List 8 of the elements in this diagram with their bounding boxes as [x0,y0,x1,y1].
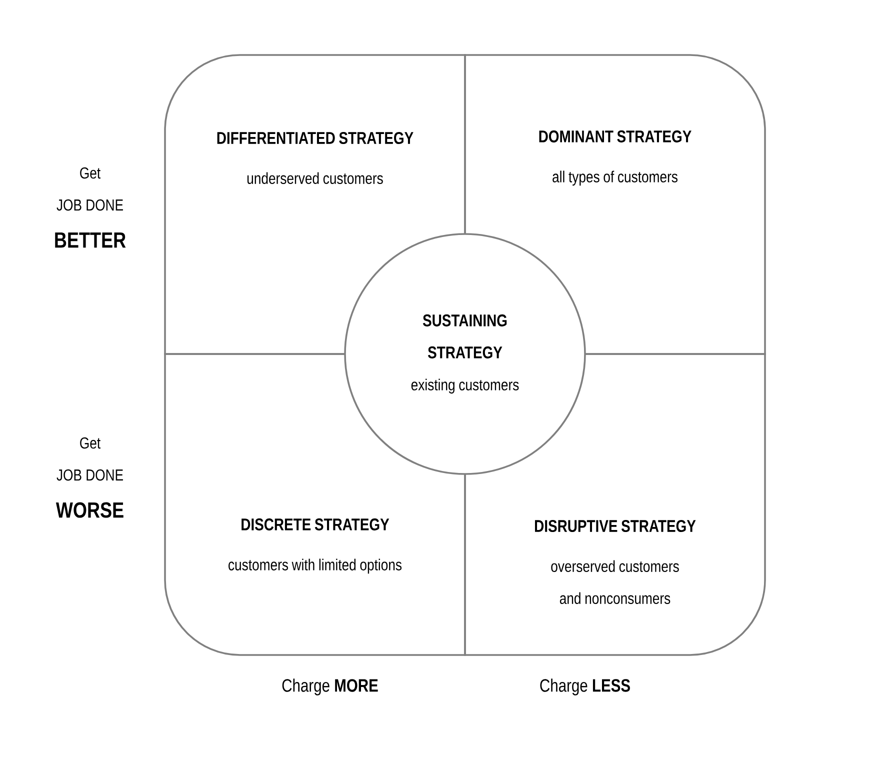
axis-label: BETTER [55,232,126,248]
axis-label: JOB DONE [56,199,123,211]
axis-label: WORSE [56,502,124,518]
axis-label: Get [80,167,100,179]
axis-label: Charge LESS [540,678,630,696]
axis-label: Get [80,437,100,449]
axis-label: JOB DONE [56,469,123,481]
axis-label: Charge MORE [282,678,378,696]
